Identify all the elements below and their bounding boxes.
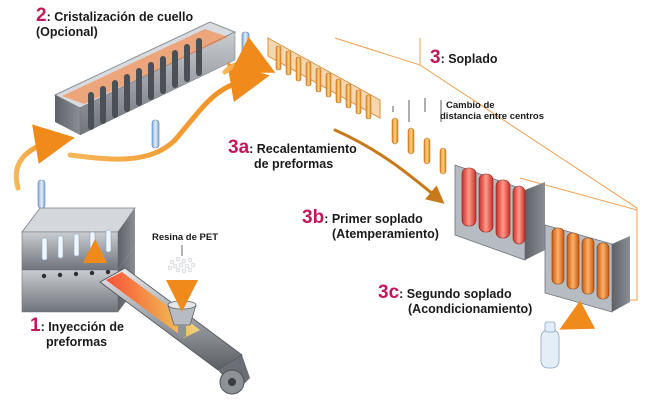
neck-crystallizer: [53, 21, 237, 136]
pitch-change-line-1: Cambio de: [446, 100, 495, 111]
pitch-dimension-marks: [392, 98, 442, 122]
crystallizer-preforms: [88, 38, 202, 130]
step-3b-number: 3b: [302, 207, 325, 228]
pet-resin-pellets: [167, 256, 196, 274]
first-blow-mold: [454, 164, 545, 261]
step-3-number: 3: [430, 47, 441, 68]
step-2-subtitle: (Opcional): [36, 25, 98, 39]
step-1-label: 1: Inyección de preformas: [30, 315, 124, 350]
injection-mold: [21, 207, 136, 313]
pitch-change-label: Cambio de distancia entre centros: [440, 100, 544, 122]
step-3c-label: 3c: Segundo soplado (Acondicionamiento): [378, 282, 533, 317]
step-3b-title: : Primer soplado: [324, 212, 423, 226]
resin-label: Resina de PET: [152, 232, 218, 243]
step-3c-title: : Segundo soplado: [399, 287, 512, 301]
step-1-subtitle: preformas: [46, 335, 108, 349]
step-3a-title: : Recalentamiento: [249, 142, 357, 156]
step-3a-label: 3a: Recalentamiento de preformas: [228, 137, 357, 172]
step-1-title: : Inyección de: [40, 320, 124, 334]
step-3a-number: 3a: [228, 137, 250, 158]
step-3a-subtitle: de preformas: [254, 157, 334, 171]
step-1-number: 1: [30, 315, 41, 336]
step-3c-number: 3c: [378, 282, 400, 303]
step-2-title: : Cristalización de cuello: [46, 10, 194, 24]
flow-arrows: [13, 36, 596, 330]
step-3-title: : Soplado: [440, 52, 498, 66]
pitch-change-line-2: distancia entre centros: [440, 111, 545, 122]
step-3b-label: 3b: Primer soplado (Atemperamiento): [302, 207, 439, 242]
step-2-number: 2: [36, 5, 47, 26]
second-blow-mold: [544, 224, 630, 313]
finished-bottle: [540, 321, 560, 369]
preform-reheating-oven: [267, 37, 381, 120]
step-2-label: 2: Cristalización de cuello (Opcional): [36, 5, 194, 40]
step-3b-subtitle: (Atemperamiento): [332, 227, 439, 241]
step-3-label: 3: Soplado: [430, 47, 498, 68]
step-3c-subtitle: (Acondicionamiento): [408, 302, 533, 316]
pitch-change-preforms: [391, 117, 447, 175]
